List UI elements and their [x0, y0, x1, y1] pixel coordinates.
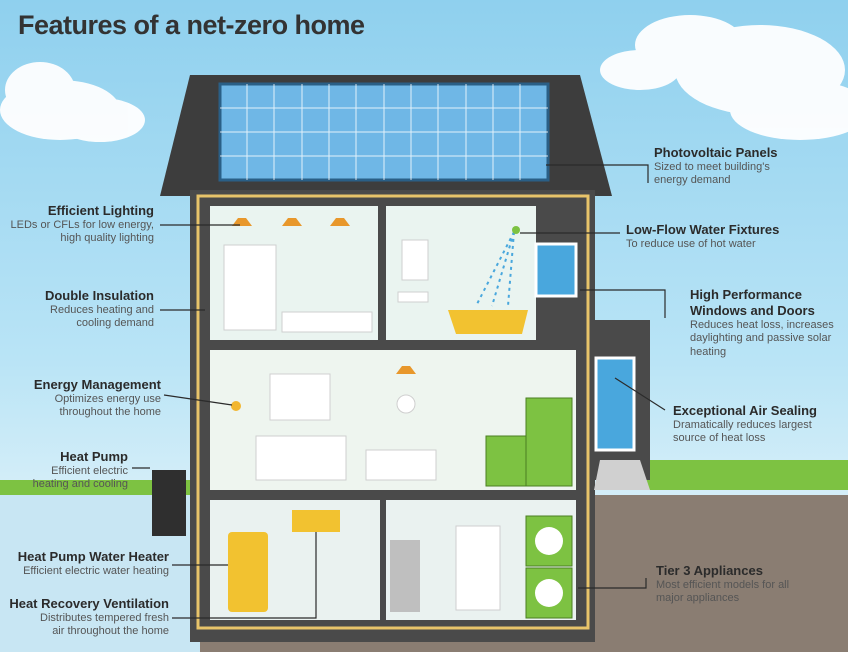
airsealing-heading: Exceptional Air Sealing — [673, 403, 818, 418]
energy-desc-1: Optimizes energy use — [54, 392, 161, 405]
windows-heading-1: High Performance — [690, 287, 802, 302]
photovoltaic-desc-2: energy demand — [654, 174, 731, 187]
cloud-right — [600, 15, 848, 140]
lighting-desc-2: high quality lighting — [60, 232, 154, 245]
thermostat — [231, 401, 241, 411]
lighting-heading: Efficient Lighting — [47, 203, 154, 218]
insulation-desc-2: cooling demand — [76, 317, 154, 330]
label-lighting: Efficient Lighting LEDs or CFLs for low … — [0, 203, 154, 246]
appliances-heading: Tier 3 Appliances — [656, 563, 763, 578]
label-ventilation: Heat Recovery Ventilation Distributes te… — [0, 596, 169, 639]
label-heatpump: Heat Pump Efficient electric heating and… — [0, 449, 128, 492]
appliances-desc-2: major appliances — [656, 592, 740, 605]
steps — [594, 460, 650, 490]
storage-cabinet — [455, 525, 501, 611]
label-photovoltaic: Photovoltaic Panels Sized to meet buildi… — [654, 145, 778, 188]
green-cabinet — [525, 397, 573, 487]
ventilation-desc-2: air throughout the home — [52, 625, 169, 638]
sink — [397, 291, 429, 303]
water-heater — [228, 532, 268, 612]
ventilation-desc-1: Distributes tempered fresh — [40, 611, 169, 624]
living-window — [269, 373, 331, 421]
label-waterheater: Heat Pump Water Heater Efficient electri… — [0, 549, 169, 578]
label-insulation: Double Insulation Reduces heating and co… — [0, 288, 154, 331]
upper-window — [534, 242, 578, 298]
wardrobe — [223, 244, 277, 331]
page-title: Features of a net-zero home — [18, 10, 365, 40]
lighting-desc-1: LEDs or CFLs for low energy, — [10, 218, 154, 231]
lowflow-desc-1: To reduce use of hot water — [626, 237, 756, 250]
cloud-left — [0, 62, 145, 142]
energy-heading: Energy Management — [33, 377, 161, 392]
dining-table — [365, 449, 437, 481]
photovoltaic-heading: Photovoltaic Panels — [654, 145, 778, 160]
light-fixtures — [232, 218, 416, 374]
insulation-heading: Double Insulation — [44, 288, 154, 303]
waterheater-heading: Heat Pump Water Heater — [17, 549, 169, 564]
solar-panel — [218, 82, 550, 182]
airsealing-desc-2: source of heat loss — [673, 432, 766, 445]
label-appliances: Tier 3 Appliances Most efficient models … — [656, 563, 789, 606]
label-lowflow: Low-Flow Water Fixtures To reduce use of… — [626, 222, 779, 251]
bed — [281, 311, 373, 333]
windows-desc-2: daylighting and passive solar — [690, 332, 832, 345]
leader-lines — [132, 164, 666, 619]
door — [594, 356, 636, 452]
shower-spray — [475, 231, 515, 307]
hrv-unit — [292, 510, 340, 532]
heatpump-desc-1: Efficient electric — [51, 464, 128, 477]
insulation-desc-1: Reduces heating and — [50, 303, 154, 316]
mirror — [401, 239, 429, 281]
windows-heading-2: Windows and Doors — [690, 302, 815, 318]
photovoltaic-desc-1: Sized to meet building's — [654, 160, 770, 173]
stairs — [390, 540, 420, 612]
label-energy: Energy Management Optimizes energy use t… — [0, 377, 161, 420]
heatpump-heading: Heat Pump — [60, 449, 128, 464]
lowflow-heading: Low-Flow Water Fixtures — [626, 222, 780, 237]
label-windows: High Performance Windows and Doors Reduc… — [690, 287, 834, 359]
waterheater-desc-1: Efficient electric water heating — [23, 564, 169, 577]
label-airsealing: Exceptional Air Sealing Dramatically red… — [673, 403, 817, 446]
ventilation-heading: Heat Recovery Ventilation — [9, 596, 169, 611]
windows-desc-3: heating — [690, 345, 727, 358]
green-stove — [485, 435, 527, 487]
heat-pump-unit — [152, 470, 186, 536]
clock — [396, 394, 416, 414]
windows-desc-1: Reduces heat loss, increases — [690, 318, 834, 331]
bathtub — [448, 310, 528, 334]
energy-desc-2: throughout the home — [59, 406, 161, 419]
appliances-desc-1: Most efficient models for all — [656, 578, 790, 591]
sofa — [255, 435, 347, 481]
airsealing-desc-1: Dramatically reduces largest — [673, 418, 812, 431]
heatpump-desc-2: heating and cooling — [32, 478, 128, 491]
